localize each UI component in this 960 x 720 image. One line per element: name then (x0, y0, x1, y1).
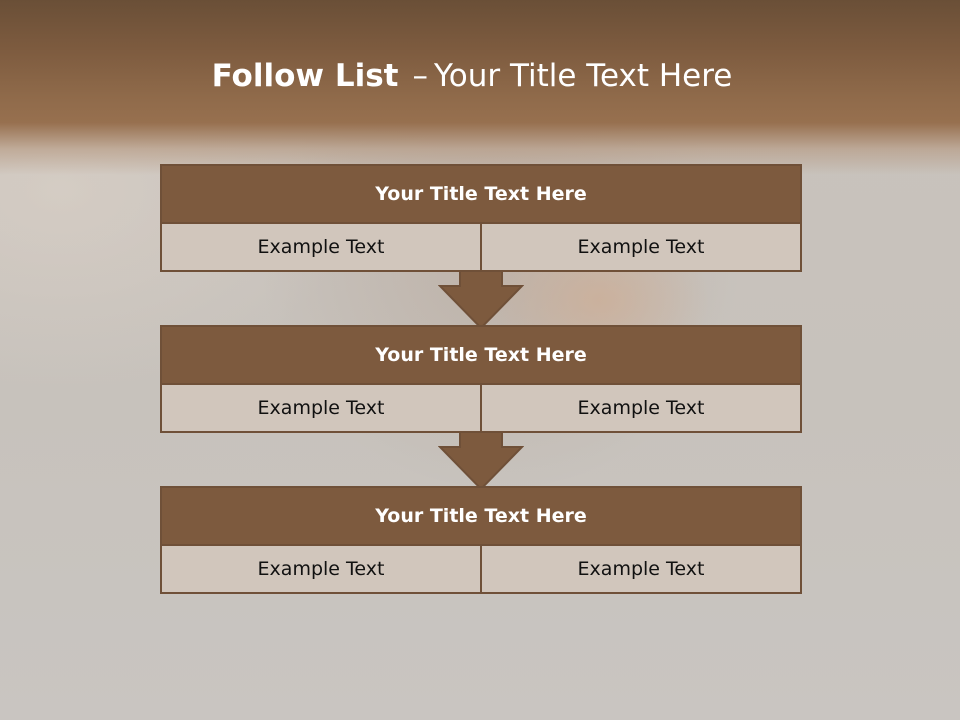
title-band (0, 0, 960, 175)
slide-title: Follow List–Your Title Text Here (0, 52, 944, 100)
step-cell-right-3: Example Text (480, 546, 800, 592)
step-block-1: Your Title Text Here Example Text Exampl… (160, 164, 802, 272)
step-cell-left-3: Example Text (162, 546, 480, 592)
down-arrow-icon (438, 431, 524, 491)
step-row-3: Example Text Example Text (162, 546, 800, 592)
down-arrow-icon (438, 270, 524, 330)
step-block-2: Your Title Text Here Example Text Exampl… (160, 325, 802, 433)
step-cell-left-2: Example Text (162, 385, 480, 431)
step-cell-right-2: Example Text (480, 385, 800, 431)
step-header-1: Your Title Text Here (162, 166, 800, 224)
step-cell-right-1: Example Text (480, 224, 800, 270)
slide-title-bold: Follow List (211, 58, 399, 94)
step-block-3: Your Title Text Here Example Text Exampl… (160, 486, 802, 594)
step-header-3: Your Title Text Here (162, 488, 800, 546)
step-row-2: Example Text Example Text (162, 385, 800, 431)
step-header-2: Your Title Text Here (162, 327, 800, 385)
step-row-1: Example Text Example Text (162, 224, 800, 270)
slide-title-rest: Your Title Text Here (433, 58, 733, 94)
step-cell-left-1: Example Text (162, 224, 480, 270)
slide-title-separator: – (412, 58, 428, 94)
